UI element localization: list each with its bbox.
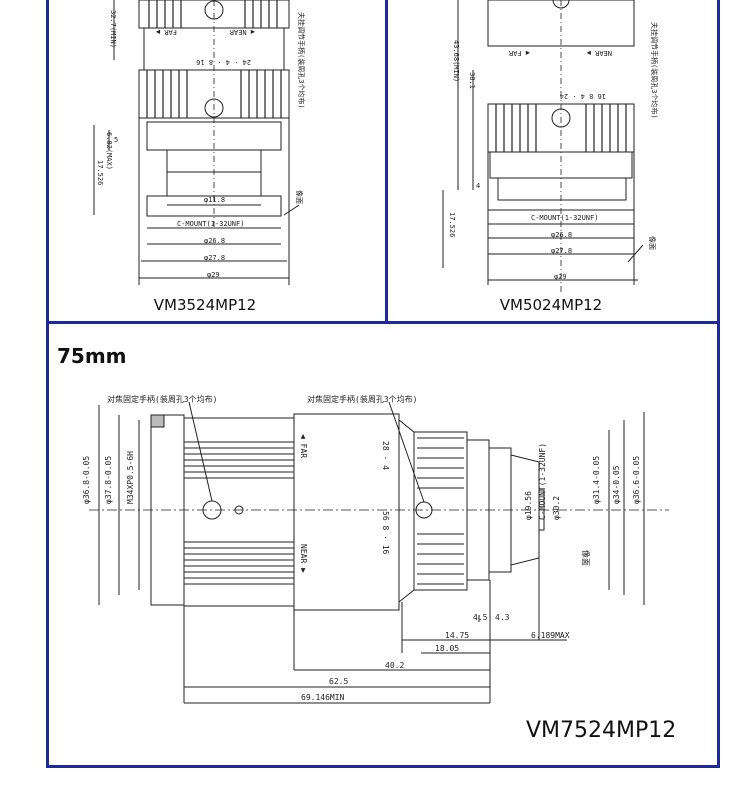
bt-left-dim-1: φ37.8-0.05 [104,456,113,504]
tl-d3: φ29 [207,271,220,279]
tl-note: 夫挂调节手柄(装周孔3个均布) [297,12,306,109]
tl-d2: φ27.8 [204,254,225,262]
tl-min-len: 32.7(MIN) [109,10,117,48]
model-label-vm3524: VM3524MP12 [153,296,257,314]
bt-note-left: 对焦固定手柄(装周孔3个均布) [107,394,217,404]
tl-flange: 17.526 [96,160,104,185]
bt-image-plane: 像面 [581,550,591,566]
bt-left-dim-0: φ36.8-0.05 [82,456,91,504]
lens-drawing-vm5024: 16 8 4 · 24 ◀ FAR NEAR ▶ C-MOUNT(1-32UNF… [442,0,659,295]
section-title-75mm: 75mm [57,344,127,368]
bt-near: NEAR ▶ [299,544,308,573]
tl-image-plane: 像面 [295,190,304,204]
bt-mount-dim-0: φ19.56 [524,491,533,520]
bt-right-dim-0: φ31.4-0.05 [592,456,601,504]
tr-d2: φ27.8 [551,247,572,255]
tl-d-in: φ11.8 [204,196,225,204]
bt-d43: 4.3 [495,613,510,622]
tl-near: ◀ NEAR [229,28,255,36]
tr-flange: 17.526 [448,212,456,237]
lens-drawing-vm3524: 24 · 4 · 8 16 FAR ▶ ◀ NEAR φ11.8 C-MOUNT… [93,0,306,285]
bt-d6189: 6.189MAX [531,631,570,640]
model-label-vm5024: VM5024MP12 [499,296,603,314]
bt-d69: 69.146MIN [301,693,345,702]
tr-d3: φ29 [554,273,567,281]
bt-ring-top: 28 · 4 [381,441,390,470]
bt-d625: 62.5 [329,677,348,686]
tr-min-len: 43.68(MIN) [452,40,460,82]
bt-d1805: 18.05 [435,644,459,653]
tr-ring-marks: 16 8 4 · 24 [560,92,606,100]
bt-d402: 40.2 [385,661,404,670]
bt-right-dim-2: φ36.6-0.05 [632,456,641,504]
tr-far: ◀ FAR [508,49,530,57]
tl-mount: C-MOUNT(1-32UNF) [177,220,244,228]
tr-image-plane: 像面 [648,236,657,250]
bt-d45: 4.5 [473,613,488,622]
tr-near: NEAR ▶ [586,49,612,57]
tr-mid: 38.1 [468,72,476,89]
tr-note: 夫挂调节手柄(装周孔3个均布) [650,22,659,119]
bt-d1475: 14.75 [445,631,469,640]
lens-drawing-vm7524: 对焦固定手柄(装周孔3个均布) 对焦固定手柄(装周孔3个均布) ◀ FAR NE… [82,394,669,704]
tr-d1: φ26.8 [551,231,572,239]
bt-ring-bottom: 56 8 · 16 [381,511,390,555]
model-label-vm7524: VM7524MP12 [526,718,677,743]
tl-small-5: 5 [114,136,118,144]
tl-far: FAR ▶ [155,28,177,36]
tl-max-len: 6.02(MAX) [105,132,113,170]
bt-mount-dim-2: φ30.2 [552,496,561,520]
bt-far: ◀ FAR [299,434,308,458]
bt-mount-dim-1: C-MOUNT(1-32UNF) [538,443,547,520]
bt-right-dim-1: φ34-0.05 [612,465,621,504]
tl-ring-marks: 24 · 4 · 8 16 [196,58,251,66]
tr-small-4: 4 [476,182,480,190]
bt-note-right: 对焦固定手柄(装周孔3个均布) [307,394,417,404]
panel-bottom-frame [46,321,720,768]
tl-d1: φ26.8 [204,237,225,245]
bt-left-dim-2: M34XP0.5-6H [126,451,135,504]
tr-mount: C-MOUNT(1-32UNF) [531,214,598,222]
